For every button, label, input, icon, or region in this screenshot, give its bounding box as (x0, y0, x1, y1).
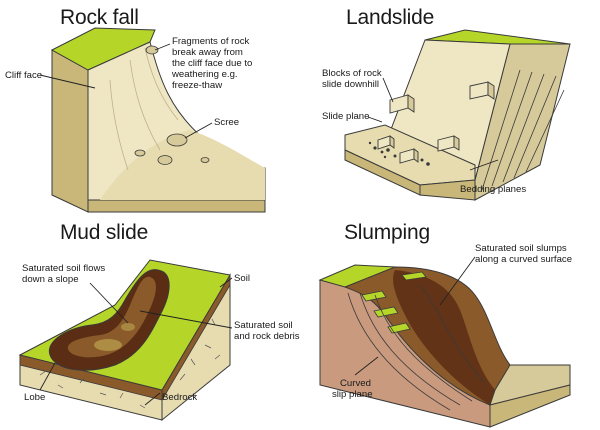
bedding-plane-2 (491, 71, 533, 187)
slip-plane-lines (347, 284, 486, 411)
cliff-top-grass (50, 27, 156, 71)
leader-fragments (154, 43, 171, 51)
label-bedding-planes: Bedding planes (460, 184, 527, 195)
label-fragments-line1: Fragments of rock (172, 36, 250, 47)
mud-flow-inner (67, 276, 156, 358)
rock-fall-title: Rock fall (60, 6, 139, 29)
mud-highlight-2 (121, 323, 135, 331)
leader-bedrock (144, 392, 161, 406)
slump-terrace-1 (361, 290, 387, 302)
cliff-crack-1 (109, 79, 129, 171)
rock-fall-diagram (39, 27, 266, 213)
scree-boulder-3 (134, 149, 146, 157)
label-flows-line2: down a slope (22, 274, 79, 285)
slump-dark-layer (393, 270, 495, 405)
leader-cliff-face (39, 74, 96, 89)
label-lobe: Lobe (24, 392, 46, 403)
cliff-crack-3 (144, 47, 179, 121)
rock-block-2 (469, 81, 495, 100)
slumping-diagram (318, 256, 571, 428)
leader-slumps (439, 256, 476, 306)
bedrock-cracks (39, 318, 221, 409)
leader-curved (354, 356, 379, 376)
label-slumps-line1: Saturated soil slumps (475, 243, 567, 254)
landslide-diagram (344, 29, 571, 201)
label-fragments-line2: break away from (172, 47, 243, 58)
leader-flows (89, 282, 129, 324)
label-fragments-line3: the cliff face due to (172, 58, 253, 69)
label-scree: Scree (214, 117, 240, 128)
leader-slide-plane (367, 116, 383, 123)
label-soil: Soil (234, 273, 250, 284)
mud-slide-diagram (18, 259, 233, 422)
landslide-panel: Landslide Blocks of rock slide downhill … (300, 0, 600, 215)
mud-highlight (94, 339, 122, 351)
cliff-crack-2 (129, 59, 161, 151)
rock-block-3 (437, 135, 460, 152)
mud-slide-panel: Mud slide Saturated soil flows down a sl… (0, 215, 300, 430)
bedding-plane-1 (481, 69, 521, 191)
scree-boulder-1 (166, 133, 188, 147)
slumping-panel: Slumping Saturated soil slumps along a c… (300, 215, 600, 430)
bedding-plane-3 (502, 73, 545, 183)
rock-block-5 (377, 135, 395, 150)
mud-slide-title: Mud slide (60, 221, 149, 244)
landslide-debris (368, 141, 430, 166)
leader-scree (184, 122, 213, 139)
landslide-base-right (419, 179, 476, 201)
slump-terrace-4 (401, 271, 427, 281)
leader-debris (139, 310, 233, 329)
label-fragments-line5: freeze-thaw (172, 80, 223, 91)
label-blocks-line1: Blocks of rock (322, 68, 382, 79)
label-slumps-line2: along a curved surface (475, 254, 573, 265)
label-debris-line2: and rock debris (234, 331, 300, 342)
slump-terrace-3 (387, 322, 411, 334)
rock-block-4 (399, 148, 419, 164)
label-flows-line1: Saturated soil flows (22, 263, 106, 274)
label-fragments-line4: weathering e.g. (172, 69, 238, 80)
rock-fall-panel: Rock fall Cliff face Fragments of rock b… (0, 0, 300, 215)
bedding-plane-4 (513, 75, 557, 179)
scree-boulder-4 (200, 157, 210, 163)
leader-blocks (382, 77, 394, 103)
cliff-side-face (51, 49, 89, 213)
slump-terrace-2 (373, 306, 399, 318)
rock-block-1 (389, 94, 415, 114)
slump-base-front (489, 384, 571, 428)
base-front-face (87, 199, 266, 213)
scree-boulder-2 (157, 155, 173, 165)
leader-bedding (469, 159, 499, 171)
label-bedrock: Bedrock (162, 392, 198, 403)
leader-lobe (39, 362, 56, 391)
label-debris-line1: Saturated soil (234, 320, 293, 331)
bedding-plane-5 (525, 89, 565, 173)
label-blocks-line2: slide downhill (322, 79, 380, 90)
falling-fragment (145, 45, 159, 55)
scree-slope (100, 130, 265, 200)
label-cliff-face: Cliff face (5, 70, 43, 81)
slumping-title: Slumping (344, 221, 430, 244)
leader-soil (219, 277, 233, 288)
label-curved-line1: Curved (340, 378, 371, 389)
label-slide-plane: Slide plane (322, 111, 370, 122)
label-curved-line2: slip plane (332, 389, 373, 400)
landslide-title: Landslide (346, 6, 435, 29)
